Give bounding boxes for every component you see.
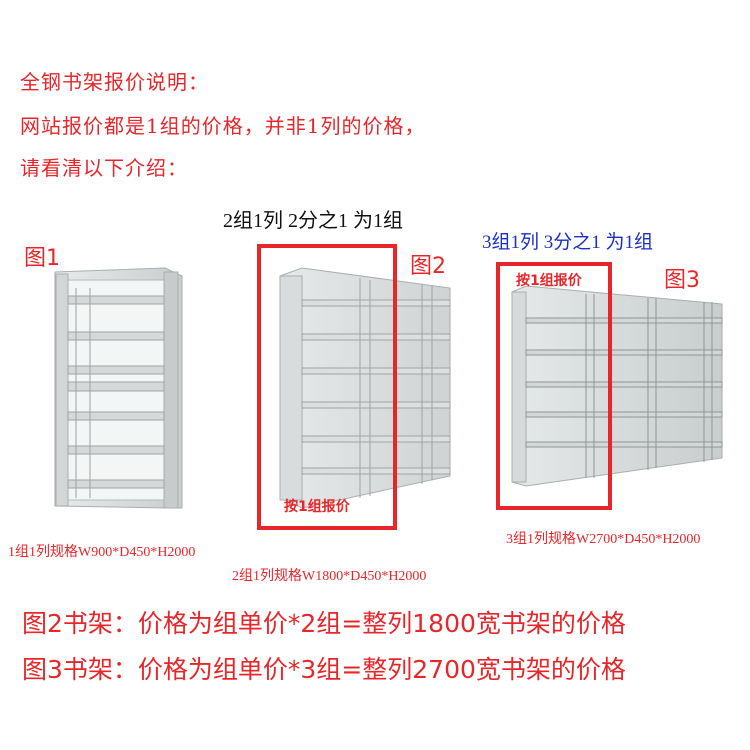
fig2-highlight-box [257,244,397,530]
intro-line-2: 网站报价都是1组的价格，并非1列的价格， [20,114,426,138]
intro-line-3: 请看清以下介绍： [20,156,188,180]
bookshelf-2-illustration [279,267,451,509]
fig3-highlight-box [496,262,612,510]
bookshelf-1-illustration [54,267,183,509]
intro-line-1: 全钢书架报价说明： [20,70,209,94]
fig3-label: 图3 [664,268,700,293]
fig2-price-explanation: 图2书架：价格为组单价*2组=整列1800宽书架的价格 [22,609,626,638]
bookshelf-3-illustration [511,286,723,487]
fig2-note: 按1组报价 [284,499,350,515]
fig1-label: 图1 [24,246,60,271]
fig3-spec: 3组1列规格W2700*D450*H2000 [506,532,701,547]
fig3-header: 3组1列 3分之1 为1组 [482,232,654,253]
fig3-note: 按1组报价 [516,273,582,289]
fig3-price-explanation: 图3书架：价格为组单价*3组=整列2700宽书架的价格 [22,655,626,684]
fig1-spec: 1组1列规格W900*D450*H2000 [8,545,196,560]
fig2-spec: 2组1列规格W1800*D450*H2000 [232,569,427,584]
fig2-header: 2组1列 2分之1 为1组 [223,210,403,232]
fig2-label: 图2 [410,254,446,279]
